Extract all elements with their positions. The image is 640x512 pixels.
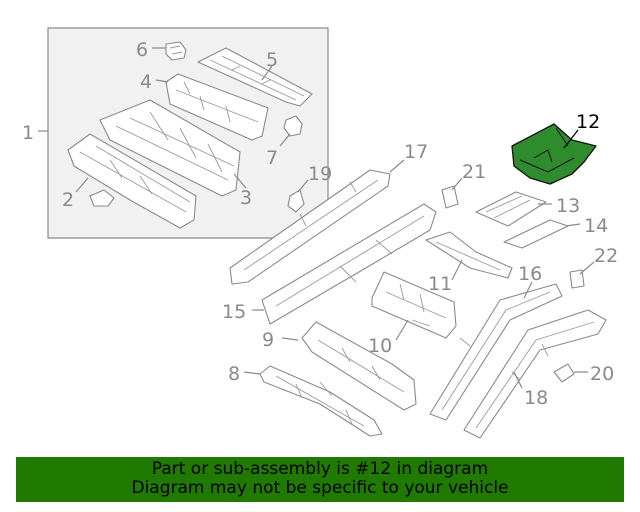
- callout-22[interactable]: 22: [594, 245, 618, 267]
- part-13[interactable]: [475, 191, 547, 227]
- part-16[interactable]: [429, 283, 563, 421]
- part-12[interactable]: [511, 123, 597, 185]
- callout-19[interactable]: 19: [308, 163, 332, 185]
- callout-4[interactable]: 4: [140, 71, 152, 93]
- info-banner: Part or sub-assembly is #12 in diagram D…: [16, 457, 624, 502]
- banner-line-2: Diagram may not be specific to your vehi…: [131, 478, 509, 498]
- callout-15[interactable]: 15: [222, 301, 246, 323]
- callout-6[interactable]: 6: [136, 39, 148, 61]
- callout-12[interactable]: 12: [576, 111, 600, 133]
- callout-2[interactable]: 2: [62, 189, 74, 211]
- callout-1[interactable]: 1: [22, 122, 34, 144]
- callout-21[interactable]: 21: [462, 161, 486, 183]
- part-22[interactable]: [569, 269, 585, 289]
- callout-10[interactable]: 10: [368, 335, 392, 357]
- callout-14[interactable]: 14: [584, 215, 608, 237]
- part-18[interactable]: [463, 309, 607, 439]
- part-4[interactable]: [165, 73, 269, 141]
- part-11[interactable]: [425, 231, 513, 279]
- part-5[interactable]: [197, 47, 313, 107]
- part-2[interactable]: [67, 133, 197, 229]
- part-20[interactable]: [553, 363, 575, 383]
- banner-line-1: Part or sub-assembly is #12 in diagram: [151, 459, 489, 479]
- part-6[interactable]: [165, 41, 187, 61]
- callout-3[interactable]: 3: [240, 187, 252, 209]
- callout-7[interactable]: 7: [266, 147, 278, 169]
- callout-5[interactable]: 5: [266, 49, 278, 71]
- part-17[interactable]: [229, 169, 391, 285]
- part-7[interactable]: [283, 115, 303, 137]
- callout-9[interactable]: 9: [262, 329, 274, 351]
- callout-13[interactable]: 13: [556, 195, 580, 217]
- part-15[interactable]: [261, 203, 437, 325]
- callout-11[interactable]: 11: [428, 273, 452, 295]
- callout-8[interactable]: 8: [228, 363, 240, 385]
- callout-16[interactable]: 16: [518, 263, 542, 285]
- part-9[interactable]: [301, 321, 417, 411]
- callout-18[interactable]: 18: [524, 387, 548, 409]
- part-3[interactable]: [99, 99, 241, 197]
- callout-20[interactable]: 20: [590, 363, 614, 385]
- part-10[interactable]: [371, 271, 457, 339]
- part-8[interactable]: [259, 365, 383, 437]
- part-14[interactable]: [503, 219, 569, 249]
- part-21[interactable]: [441, 185, 459, 209]
- callout-17[interactable]: 17: [404, 141, 428, 163]
